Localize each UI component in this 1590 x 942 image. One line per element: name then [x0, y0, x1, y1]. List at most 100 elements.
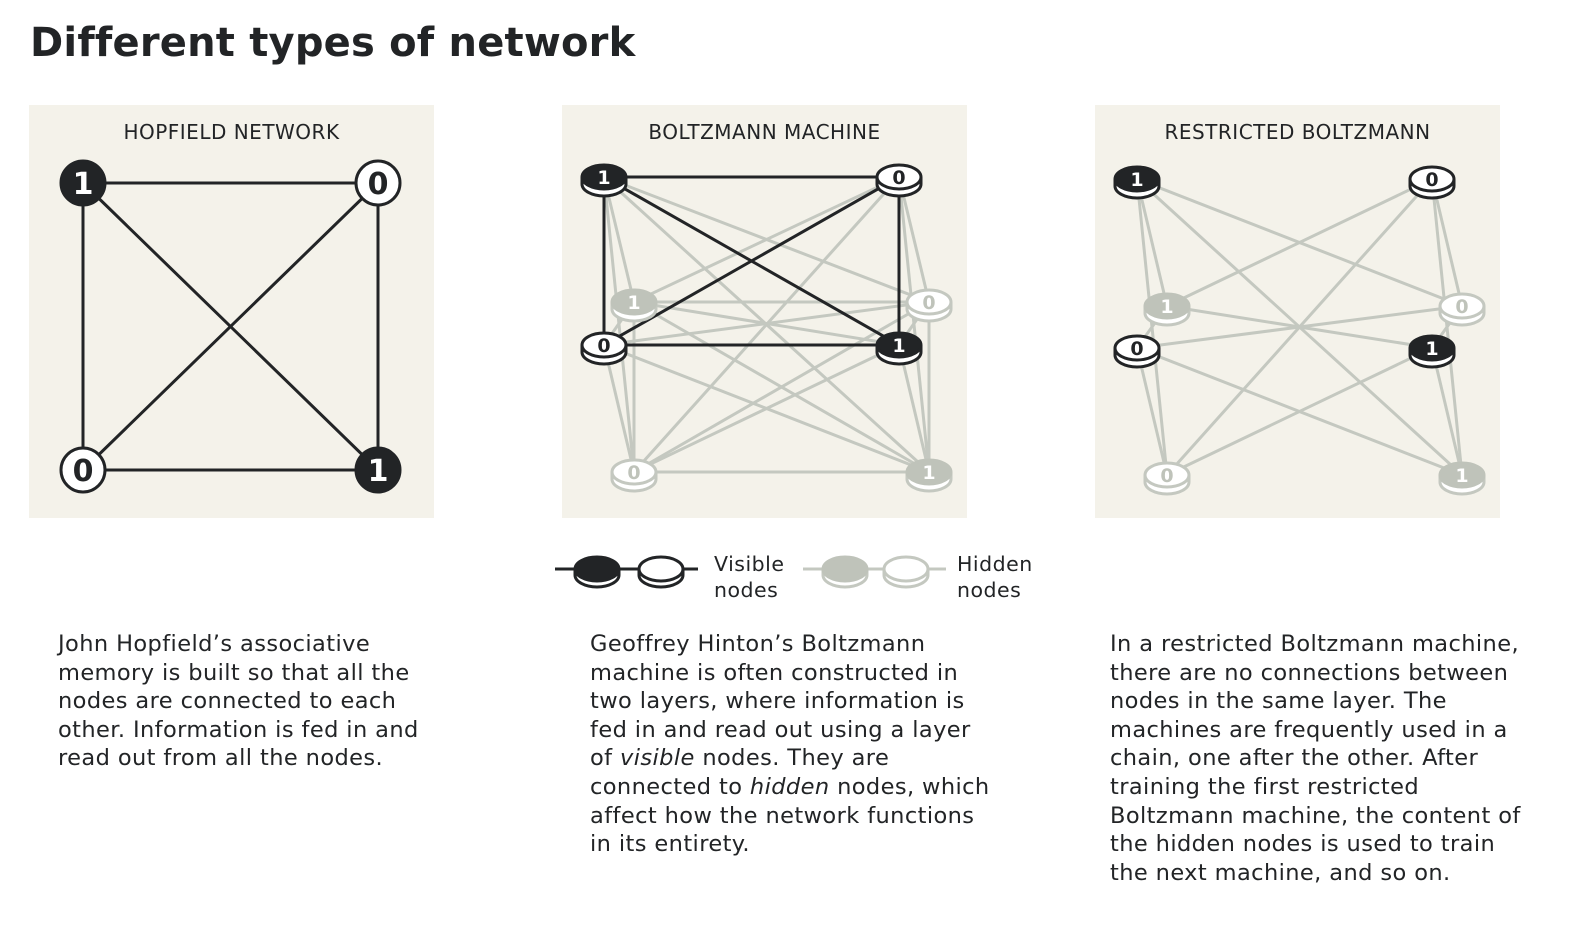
emphasized-term: hidden: [749, 773, 830, 800]
edges: [1135, 177, 1464, 477]
edges: [602, 175, 931, 474]
hopfield-diagram: 1 0 0 1: [59, 159, 402, 494]
emphasized-term: visible: [620, 745, 695, 772]
edge-v4-h4: [1430, 347, 1464, 476]
node-visible-d: 1: [354, 446, 402, 494]
edge-v2-h1: [1166, 177, 1433, 308]
node-value: 0: [1425, 169, 1438, 191]
edge-v4-h3: [633, 343, 900, 474]
node-shape: [354, 159, 402, 207]
description-boltzmann: Geoffrey Hinton’s Boltzmann machine is o…: [590, 630, 990, 859]
edge-v2-v3: [603, 175, 900, 347]
node-visible-a: 1: [59, 159, 107, 207]
node-value: 0: [922, 292, 935, 314]
node-value: 0: [627, 462, 640, 484]
node-top: [1408, 165, 1456, 193]
edge-v1-h1: [1135, 178, 1169, 307]
node-value: 1: [597, 167, 610, 189]
node-value: 0: [892, 167, 905, 189]
node-visible-v1: 1: [580, 163, 628, 198]
node-value: 1: [368, 454, 389, 489]
node-top: [1113, 334, 1161, 362]
node-visible-v3: 0: [1113, 334, 1161, 369]
node-top: [610, 288, 658, 316]
legend-visible-symbol: [555, 555, 698, 589]
node-hidden-h3: 0: [1143, 461, 1191, 496]
legend-hidden-symbol: [803, 555, 946, 589]
description-hopfield: John Hopfield’s associative memory is bu…: [58, 630, 438, 773]
node-value: 0: [597, 335, 610, 357]
node-visible-b: 0: [354, 159, 402, 207]
panel-hopfield: HOPFIELD NETWORK 1 0 0 1: [29, 105, 434, 518]
node-top: [1143, 292, 1191, 320]
node-top: [1143, 461, 1191, 489]
node-visible-v4: 1: [875, 331, 923, 366]
node-value: 1: [1130, 169, 1143, 191]
legend-visible-node-dark: [573, 555, 621, 589]
node-hidden-h2: 0: [1438, 292, 1486, 327]
node-top: [875, 331, 923, 359]
node-hidden-h4: 1: [1438, 461, 1486, 496]
panel-title-hopfield: HOPFIELD NETWORK: [123, 120, 340, 144]
node-top: [580, 331, 628, 359]
node-value: 1: [922, 462, 935, 484]
node-shape: [354, 446, 402, 494]
node-value: 0: [73, 454, 94, 489]
node-top: [1113, 165, 1161, 193]
node-top: [875, 163, 923, 191]
node-top: [1438, 292, 1486, 320]
node-visible-c: 0: [59, 446, 107, 494]
node-value: 0: [368, 167, 389, 202]
edge-h2-h3: [633, 300, 930, 474]
hidden-edges: [602, 175, 931, 474]
node-top: [580, 163, 628, 191]
visible-edges: [81, 181, 380, 472]
edge-v4-h4: [897, 344, 931, 473]
description-fragment: nodes, which affect how the network func…: [590, 773, 990, 858]
visible-edges: [602, 175, 901, 347]
node-hidden-h1: 1: [1143, 292, 1191, 327]
node-top: [905, 458, 953, 486]
legend: Visible nodes Hidden nodes: [555, 545, 1055, 605]
description-restricted: In a restricted Boltzmann machine, there…: [1110, 630, 1530, 887]
node-value: 1: [627, 292, 640, 314]
node-hidden-h4: 1: [905, 458, 953, 493]
node-visible-v2: 0: [875, 163, 923, 198]
legend-hidden-node-light: [882, 555, 930, 589]
node-value: 1: [1455, 465, 1468, 487]
page-title: Different types of network: [30, 20, 636, 66]
legend-visible-node-light: [637, 555, 685, 589]
node-shape: [59, 446, 107, 494]
legend-hidden-label: Hidden nodes: [957, 552, 1033, 602]
node-top: [1438, 461, 1486, 489]
edge-v1-h1: [602, 176, 636, 303]
node-top: [610, 458, 658, 486]
node-visible-v3: 0: [580, 331, 628, 366]
node-hidden-h2: 0: [905, 288, 953, 323]
panel-title-boltzmann: BOLTZMANN MACHINE: [648, 120, 881, 144]
legend-symbols: [555, 555, 946, 589]
node-hidden-h1: 1: [610, 288, 658, 323]
node-visible-v4: 1: [1408, 334, 1456, 369]
hidden-edges: [1135, 177, 1464, 477]
node-top: [905, 288, 953, 316]
node-visible-v1: 1: [1113, 165, 1161, 200]
edge-b-c: [81, 181, 380, 472]
description-boltzmann-text: Geoffrey Hinton’s Boltzmann machine is o…: [590, 630, 990, 859]
edge-v2-h2: [897, 176, 931, 303]
node-value: 0: [1130, 338, 1143, 360]
node-value: 0: [1455, 296, 1468, 318]
edge-v2-h1: [633, 175, 900, 304]
node-value: 0: [1160, 465, 1173, 487]
node-value: 1: [892, 335, 905, 357]
description-hopfield-text: John Hopfield’s associative memory is bu…: [58, 631, 419, 772]
node-top: [1408, 334, 1456, 362]
panel-title-restricted: RESTRICTED BOLTZMANN: [1164, 120, 1431, 144]
node-hidden-h3: 0: [610, 458, 658, 493]
node-value: 1: [73, 167, 94, 202]
edge-v4-h1: [1166, 304, 1433, 350]
